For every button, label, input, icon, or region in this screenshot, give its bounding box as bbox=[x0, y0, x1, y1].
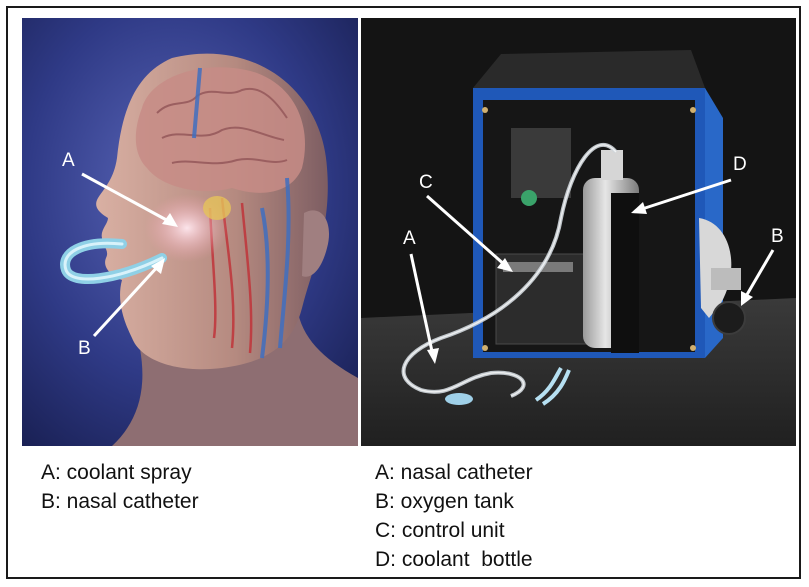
legend-right-item-d: D: coolant bottle bbox=[375, 545, 533, 574]
callout-b-left: B bbox=[78, 338, 91, 359]
legend-left: A: coolant spray B: nasal catheter bbox=[41, 458, 199, 516]
internal-green-fitting bbox=[521, 190, 537, 206]
device-photo: A C D B bbox=[361, 18, 796, 446]
callout-a-right: A bbox=[403, 228, 416, 249]
screw-1 bbox=[482, 107, 488, 113]
sinus-highlight bbox=[203, 196, 231, 220]
oxygen-tank-knob bbox=[713, 302, 745, 334]
screw-3 bbox=[482, 345, 488, 351]
callout-d-right: D bbox=[733, 154, 747, 175]
internal-component bbox=[511, 128, 571, 198]
legend-left-item-b: B: nasal catheter bbox=[41, 487, 199, 516]
screw-2 bbox=[690, 107, 696, 113]
device-photo-panel: A C D B bbox=[361, 18, 796, 446]
head-illustration-panel: A B bbox=[22, 18, 358, 446]
callout-b-right: B bbox=[771, 226, 784, 247]
legend-right-item-a: A: nasal catheter bbox=[375, 458, 533, 487]
oxygen-gauge bbox=[711, 268, 741, 290]
figure-frame: A B bbox=[6, 6, 801, 579]
callout-a-left: A bbox=[62, 150, 75, 171]
head-illustration: A B bbox=[22, 18, 358, 446]
legend-left-item-a: A: coolant spray bbox=[41, 458, 199, 487]
nasal-prong-connector bbox=[445, 393, 473, 405]
bottle-bracket bbox=[611, 193, 639, 353]
coolant-bottle-cap bbox=[601, 150, 623, 180]
legend-right: A: nasal catheter B: oxygen tank C: cont… bbox=[375, 458, 533, 574]
legend-right-item-b: B: oxygen tank bbox=[375, 487, 533, 516]
screw-4 bbox=[690, 345, 696, 351]
legend-right-item-c: C: control unit bbox=[375, 516, 533, 545]
device-lid bbox=[473, 50, 705, 88]
callout-c-right: C bbox=[419, 172, 433, 193]
